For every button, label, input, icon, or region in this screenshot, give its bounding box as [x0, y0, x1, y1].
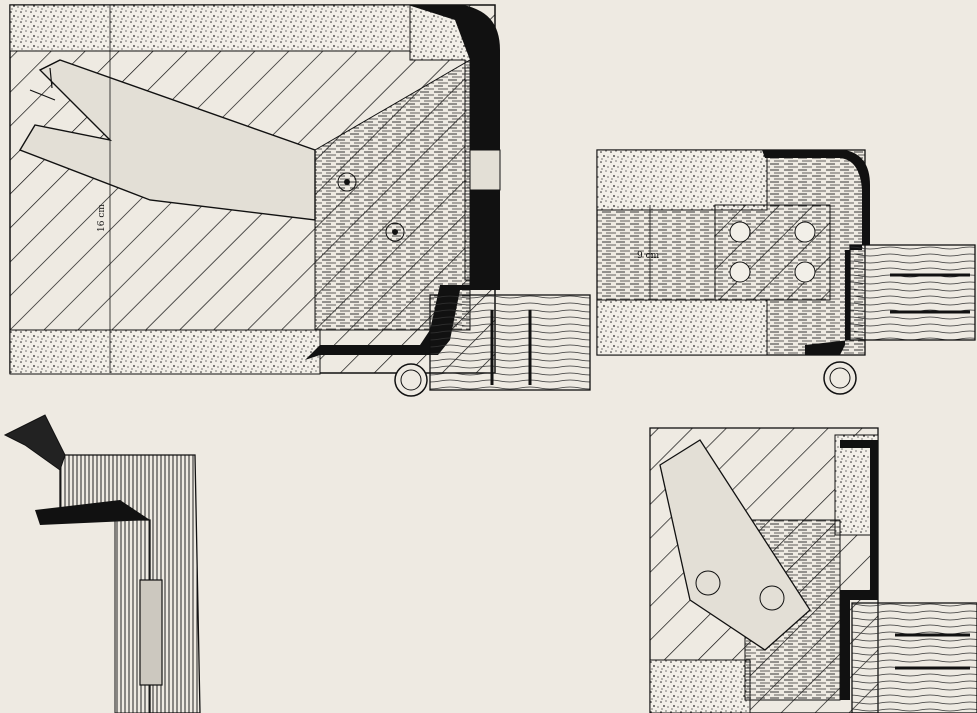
- plaster-top: [596, 149, 768, 211]
- plaster-bottom: [649, 659, 751, 713]
- frame-profile: [305, 5, 500, 360]
- frame-profile: [840, 440, 878, 700]
- small-frame-section: 9 cm: [596, 149, 976, 395]
- hinge-icon: [394, 363, 428, 397]
- door-leaf: [849, 244, 976, 341]
- screw: [490, 310, 532, 385]
- bolt-head-icon: [729, 221, 816, 283]
- frame-perspective-view: [3, 414, 201, 713]
- corner-hatch: [714, 204, 831, 301]
- frame-return: [35, 500, 150, 525]
- anchor-strap: [659, 439, 811, 651]
- hinge-icon: [139, 579, 163, 686]
- hinge-icon: [823, 361, 857, 395]
- door-leaf: [429, 294, 591, 391]
- dimension-label-9cm: 9 cm: [637, 251, 660, 261]
- large-frame-section: 16 cm: [9, 4, 591, 397]
- bolt-head-icon: [337, 172, 405, 242]
- anchor-strap: [18, 59, 316, 221]
- dimension-label-16cm: 16 cm: [97, 204, 107, 232]
- anchor-strap: [3, 414, 66, 471]
- bolt-head-icon: [695, 570, 785, 611]
- plaster-top: [9, 4, 411, 52]
- plaster-bottom: [9, 329, 321, 375]
- door-leaf: [851, 602, 977, 713]
- plaster-bottom: [596, 299, 768, 356]
- frame-profile: [762, 150, 870, 355]
- diagonal-frame-section: [649, 427, 977, 713]
